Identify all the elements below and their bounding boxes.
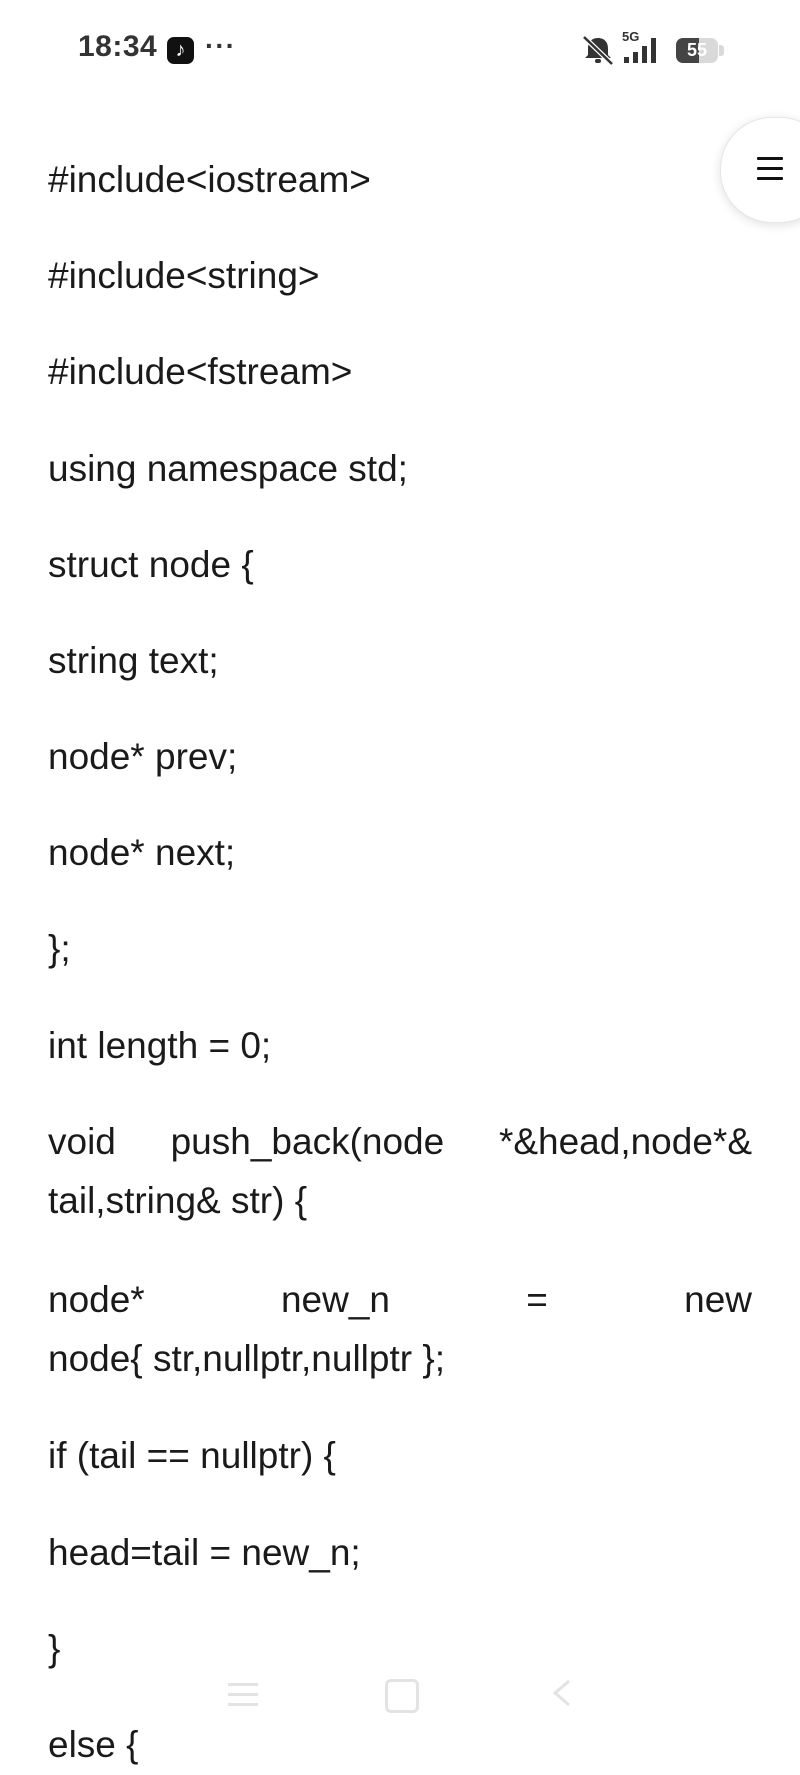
more-notifications-icon: ···	[205, 30, 236, 61]
code-line: using namespace std;	[48, 448, 408, 489]
status-time: 18:34	[78, 30, 158, 63]
code-line: #include<iostream>	[48, 159, 371, 200]
code-line: tail,string& str) {	[48, 1180, 308, 1221]
battery-percentage: 55	[686, 40, 708, 60]
code-line: string text;	[48, 640, 219, 681]
back-icon[interactable]	[545, 1675, 581, 1711]
home-icon[interactable]	[385, 1679, 419, 1713]
code-line: #include<fstream>	[48, 351, 353, 392]
recents-icon[interactable]	[228, 1683, 258, 1707]
floating-menu-button[interactable]	[720, 117, 800, 223]
code-line: }	[48, 1628, 61, 1669]
code-line: struct node {	[48, 544, 254, 585]
signal-icon: 5G	[622, 29, 668, 66]
mute-bell-icon	[582, 35, 614, 66]
code-line: node* next;	[48, 832, 236, 873]
code-line: node{ str,nullptr,nullptr };	[48, 1338, 445, 1379]
code-line: #include<string>	[48, 255, 320, 296]
code-line: };	[48, 928, 71, 969]
battery-level-fill	[676, 38, 700, 63]
code-line: head=tail = new_n;	[48, 1532, 361, 1573]
battery-icon: 55	[676, 38, 724, 63]
code-line: node* prev;	[48, 736, 238, 777]
code-line: void push_back(node *&head,node*&	[48, 1121, 752, 1162]
code-line: int length = 0;	[48, 1025, 272, 1066]
code-line: if (tail == nullptr) {	[48, 1435, 336, 1476]
hamburger-menu-icon	[757, 155, 783, 183]
status-bar: 18:34 ♪ ··· 5G 55	[0, 0, 800, 100]
network-type-label: 5G	[622, 29, 640, 44]
navigation-bar	[0, 1665, 800, 1725]
code-line: node* new_n = new	[48, 1279, 752, 1320]
tiktok-icon: ♪	[167, 37, 194, 64]
